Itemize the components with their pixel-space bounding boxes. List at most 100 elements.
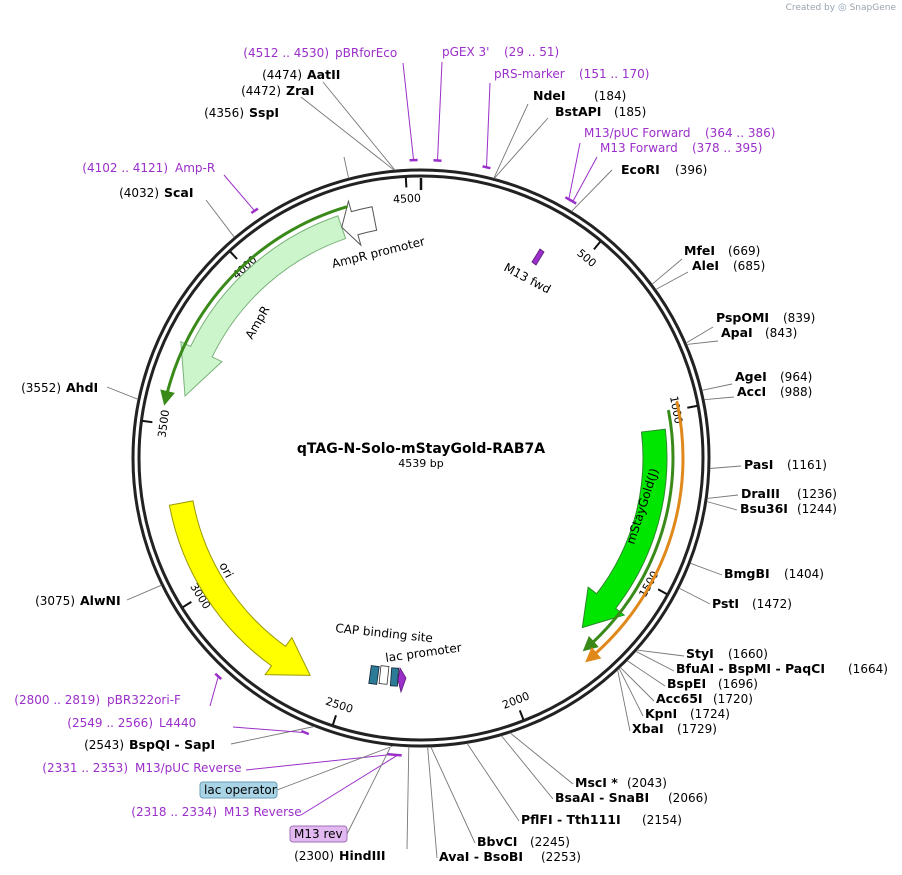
primer-name: M13 Reverse — [224, 805, 302, 819]
primer-site-mark — [433, 158, 442, 162]
enzyme-pos: (1161) — [787, 458, 827, 472]
enzyme-name: PasI — [744, 457, 773, 472]
ruler-tick-label: 2500 — [324, 695, 355, 716]
enzyme-pos: (1729) — [677, 722, 717, 736]
lac-operator-mark — [389, 667, 400, 687]
m13-rev-label: M13 rev — [294, 827, 343, 841]
enzyme-leader-line — [571, 169, 613, 212]
mstaygold-orf-line-orange — [585, 400, 685, 663]
enzyme-leader-line — [655, 271, 689, 290]
enzyme-pos: (1660) — [728, 647, 768, 661]
enzyme-name: BbvCI — [477, 834, 517, 849]
primer-name: pBR322ori-F — [107, 693, 181, 707]
backbone-inner-ring — [137, 174, 705, 742]
ruler-tick — [404, 177, 408, 188]
enzyme-pos: (988) — [780, 385, 812, 399]
primer-range: (364 .. 386) — [705, 126, 775, 140]
enzyme-pos: (2543) — [84, 738, 124, 752]
enzyme-leader-line — [635, 650, 675, 672]
m13-rev-primer-mark — [397, 666, 407, 694]
enzyme-name: BspQI - SapI — [129, 737, 215, 752]
mstaygold-orf-line-green — [582, 409, 675, 652]
enzyme-pos: (1236) — [797, 487, 837, 501]
primer-range: (4102 .. 4121) — [82, 161, 168, 175]
enzyme-leader-line — [230, 726, 315, 745]
ruler-tick-label: 3500 — [156, 409, 173, 438]
enzyme-name: AlwNI — [80, 593, 121, 608]
enzyme-leader-line — [343, 156, 350, 179]
snapgene-logo-icon: ◎ — [837, 2, 847, 13]
enzyme-name: AvaI - BsoBI — [439, 849, 523, 864]
enzyme-name: AgeI — [735, 369, 767, 384]
plasmid-name: qTAG-N-Solo-mStayGold-RAB7A — [297, 441, 545, 457]
enzyme-leader-line — [322, 81, 396, 171]
enzyme-name: BmgBI — [724, 566, 770, 581]
primer-site-mark — [568, 198, 577, 205]
enzyme-name: AccI — [737, 384, 766, 399]
primer-site-mark — [482, 165, 491, 170]
primer-site-mark — [214, 672, 223, 681]
plasmid-size: 4539 bp — [398, 457, 443, 470]
enzyme-pos: (1724) — [690, 707, 730, 721]
primer-leader-line — [223, 174, 255, 212]
ampr-promoter-arrow — [341, 199, 378, 247]
primer-name: pRS-marker — [494, 67, 565, 81]
primer-leader-line — [232, 726, 306, 734]
enzyme-pos: (2154) — [642, 813, 682, 827]
enzyme-name: StyI — [686, 646, 714, 661]
enzyme-pos: (2066) — [668, 791, 708, 805]
label-leader-lines — [106, 61, 742, 859]
enzyme-pos: (1664) — [848, 662, 888, 676]
enzyme-pos: (2300) — [294, 849, 334, 863]
enzyme-name: XbaI — [632, 721, 664, 736]
primer-leader-line — [568, 142, 581, 200]
primer-leader-line — [437, 61, 443, 161]
mstaygold-arrow — [581, 428, 668, 629]
enzyme-name: AleI — [692, 258, 719, 273]
feature-arrows — [160, 199, 685, 694]
primer-leader-line — [486, 82, 491, 168]
feature-label-m13-fwd: M13 fwd — [502, 260, 554, 296]
lac-promoter-mark — [378, 665, 390, 685]
cap-binding-site-mark — [368, 665, 380, 685]
enzyme-name: ApaI — [721, 325, 753, 340]
ruler-tick — [182, 601, 192, 609]
ampr-arrow — [180, 215, 347, 398]
enzyme-name: BspEI — [667, 676, 706, 691]
enzyme-pos: (843) — [765, 326, 797, 340]
primer-range: (29 .. 51) — [504, 45, 559, 59]
primer-name: M13/pUC Reverse — [135, 761, 242, 775]
primer-name: M13/pUC Forward — [584, 126, 691, 140]
primer-site-mark — [250, 207, 259, 215]
enzyme-name: Acc65I — [656, 691, 703, 706]
feature-label-cap-binding-site: CAP binding site — [335, 621, 434, 645]
enzyme-leader-line — [205, 199, 235, 238]
enzyme-name: BstAPI — [555, 104, 601, 119]
enzyme-name: MfeI — [684, 243, 715, 258]
enzyme-pos: (839) — [783, 311, 815, 325]
primer-name: pGEX 3' — [442, 45, 489, 59]
enzyme-leader-line — [126, 584, 162, 601]
enzyme-leader-line — [406, 746, 410, 850]
primer-range: (378 .. 395) — [692, 141, 762, 155]
ruler-tick — [331, 715, 337, 726]
enzyme-name: DraIII — [741, 486, 780, 501]
lac-operator-leader-line — [276, 745, 394, 791]
enzyme-name: SspI — [249, 105, 279, 120]
enzyme-pos: (685) — [733, 259, 765, 273]
ruler-tick-label: 2000 — [501, 689, 532, 711]
ruler-tick-label: 4500 — [393, 192, 422, 206]
feature-label-ampr: AmpR — [242, 303, 272, 341]
enzyme-leader-line — [617, 669, 631, 732]
enzyme-leader-line — [707, 494, 739, 499]
enzyme-name: PspOMI — [716, 310, 769, 325]
enzyme-leader-line — [709, 465, 742, 469]
m13-fwd-primer-mark — [531, 248, 545, 266]
enzyme-name: KpnI — [645, 706, 677, 721]
enzyme-pos: (2253) — [541, 850, 581, 864]
enzyme-pos: (964) — [780, 370, 812, 384]
backbone-outer-ring — [131, 168, 711, 748]
enzyme-name: HindIII — [339, 848, 386, 863]
credit-brand: SnapGene — [849, 3, 896, 13]
